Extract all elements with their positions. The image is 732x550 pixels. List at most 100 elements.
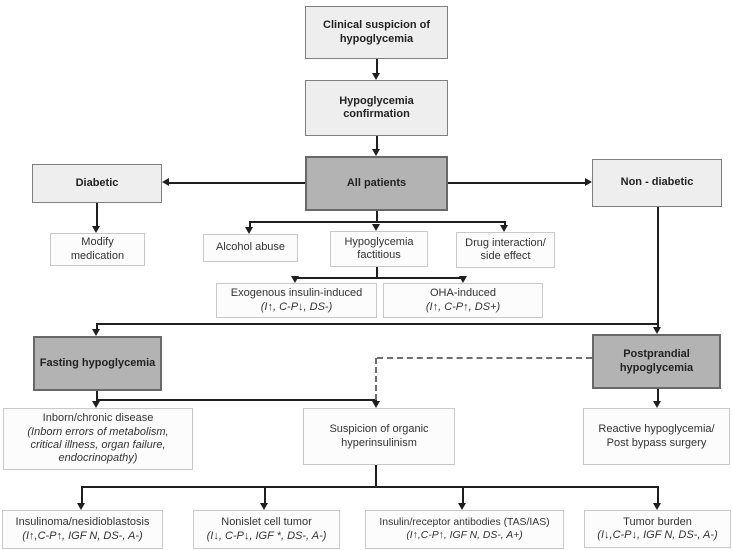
flow-line — [376, 136, 378, 149]
node-label: Alcohol abuse — [215, 241, 286, 254]
node-label: OHA-induced — [429, 287, 497, 300]
dashed-flow-line — [377, 357, 592, 359]
flow-line — [81, 487, 83, 503]
node-lab-values: (I↓, C-P↓, IGF *, DS-, A-) — [206, 529, 327, 542]
flow-line — [504, 222, 506, 226]
node-label: Reactive hypoglycemia/ — [598, 423, 715, 436]
arrowhead-down — [372, 73, 380, 80]
node-label: side effect — [480, 250, 531, 262]
flow-line — [96, 203, 98, 226]
node-all-patients: All patients — [305, 156, 448, 211]
node-label: Inborn/chronic disease — [42, 412, 154, 425]
node-label: hypoglycemia — [339, 32, 414, 45]
flow-line — [249, 221, 506, 223]
node-non-diabetic: Non - diabetic — [592, 159, 722, 207]
node-label: Insulin/receptor antibodies (TAS/IAS) — [379, 516, 550, 528]
node-clinical-suspicion: Clinical suspicion of hypoglycemia — [305, 6, 448, 59]
node-insulin-receptor-antibodies: Insulin/receptor antibodies (TAS/IAS) (I… — [365, 510, 564, 549]
node-detail: (Inborn errors of metabolism, — [27, 425, 169, 438]
node-lab-values: (I↑, C-P↑, DS+) — [425, 300, 501, 313]
node-lab-values: (I↑, C-P↓, DS-) — [260, 300, 333, 313]
dashed-flow-line — [375, 358, 377, 400]
node-insulinoma-nesidioblastosis: Insulinoma/nesidioblastosis (I↑,C-P↑, IG… — [2, 510, 163, 549]
node-label: Tumor burden — [623, 515, 692, 528]
flow-line — [249, 222, 251, 227]
node-label: Fasting hypoglycemia — [39, 356, 156, 369]
arrowhead-down — [260, 503, 268, 510]
node-hypoglycemia-confirmation: Hypoglycemia confirmation — [305, 80, 448, 136]
node-oha-induced: OHA-induced (I↑, C-P↑, DS+) — [383, 283, 543, 318]
arrowhead-down — [372, 224, 380, 231]
flow-line — [96, 391, 98, 401]
flow-line — [96, 324, 98, 329]
arrowhead-down — [92, 226, 100, 233]
node-label: hypoglycemia — [619, 361, 694, 374]
node-nonislet-cell-tumor: Nonislet cell tumor (I↓, C-P↓, IGF *, DS… — [193, 510, 340, 549]
node-label: factitious — [357, 249, 401, 261]
node-suspicion-organic-hyperinsulinism: Suspicion of organic hyperinsulinism — [303, 408, 455, 465]
arrowhead-down — [653, 401, 661, 408]
node-label: Postprandial — [623, 348, 690, 361]
node-hypoglycemia-factitious: Hypoglycemia factitious — [330, 231, 428, 267]
node-detail: critical illness, organ failure, — [30, 439, 166, 451]
flow-line — [376, 59, 378, 73]
arrowhead-down — [372, 149, 380, 156]
node-inborn-chronic-disease: Inborn/chronic disease (Inborn errors of… — [3, 408, 193, 470]
node-postprandial-hypoglycemia: Postprandial hypoglycemia — [592, 334, 721, 389]
flow-line — [462, 487, 464, 503]
flow-line — [657, 389, 659, 401]
flow-line — [96, 399, 377, 401]
node-label: Non - diabetic — [620, 176, 694, 189]
node-tumor-burden: Tumor burden (I↓,C-P↓, IGF N, DS-, A-) — [584, 510, 731, 548]
node-label: Hypoglycemia — [339, 94, 414, 107]
arrowhead-down — [458, 503, 466, 510]
node-label: hyperinsulinism — [341, 436, 417, 449]
node-fasting-hypoglycemia: Fasting hypoglycemia — [33, 336, 162, 391]
arrowhead-down — [92, 329, 100, 336]
node-label: Insulinoma/nesidioblastosis — [15, 516, 150, 529]
arrowhead-down — [653, 327, 661, 334]
node-lab-values: (I↓,C-P↓, IGF N, DS-, A-) — [597, 529, 718, 541]
node-label: Exogenous insulin-induced — [230, 287, 363, 300]
node-label: Post bypass surgery — [606, 436, 707, 449]
arrowhead-down — [372, 401, 380, 408]
node-diabetic: Diabetic — [32, 164, 162, 203]
node-exogenous-insulin-induced: Exogenous insulin-induced (I↑, C-P↓, DS-… — [216, 283, 377, 318]
arrowhead-down — [245, 227, 253, 234]
node-label: confirmation — [343, 108, 410, 120]
node-label: Suspicion of organic — [329, 423, 429, 436]
arrowhead-down — [77, 503, 85, 510]
flow-line — [375, 465, 377, 488]
node-label: medication — [70, 249, 125, 262]
arrowhead-down — [92, 401, 100, 408]
arrowhead-left — [162, 178, 169, 186]
node-alcohol-abuse: Alcohol abuse — [203, 234, 298, 262]
flow-line — [448, 182, 585, 184]
node-label: Hypoglycemia — [344, 235, 414, 248]
node-modify-medication: Modify medication — [50, 233, 145, 266]
flow-line — [169, 182, 305, 184]
flow-line — [376, 267, 378, 279]
flow-line — [294, 277, 464, 279]
node-lab-values: (I↑,C-P↑, IGF N, DS-, A+) — [406, 529, 523, 541]
flow-line — [81, 486, 659, 488]
node-label: Diabetic — [75, 176, 119, 189]
flow-line — [264, 487, 266, 503]
arrowhead-down — [500, 225, 508, 232]
flow-line — [96, 323, 658, 325]
arrowhead-down — [459, 276, 467, 283]
arrowhead-right — [585, 178, 592, 186]
node-label: Nonislet cell tumor — [221, 516, 312, 529]
node-label: Drug interaction/ — [465, 236, 546, 249]
flow-line — [376, 211, 378, 222]
flow-line — [657, 487, 659, 503]
node-detail: endocrinopathy) — [58, 452, 138, 465]
node-lab-values: (I↑,C-P↑, IGF N, DS-, A-) — [22, 529, 143, 542]
node-drug-interaction: Drug interaction/ side effect — [456, 232, 555, 268]
arrowhead-down — [291, 276, 299, 283]
node-reactive-hypoglycemia: Reactive hypoglycemia/ Post bypass surge… — [583, 408, 730, 465]
node-label: All patients — [346, 176, 407, 189]
node-label: Clinical suspicion of — [323, 19, 430, 32]
arrowhead-down — [653, 503, 661, 510]
